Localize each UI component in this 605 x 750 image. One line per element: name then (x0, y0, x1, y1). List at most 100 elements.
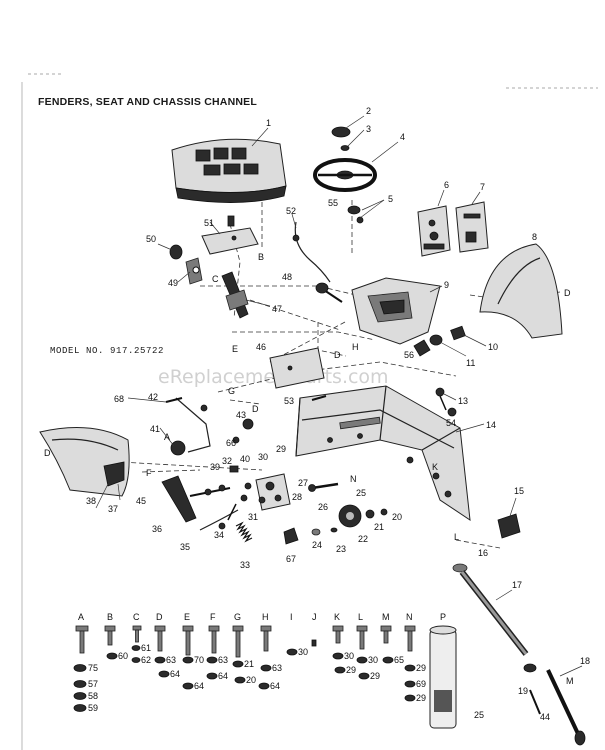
hardware-number: 57 (88, 679, 98, 689)
connector-letter: G (228, 386, 235, 396)
mounting-plate-part (269, 347, 325, 389)
seat-bracket-part (221, 271, 249, 319)
part-number: 45 (136, 496, 146, 506)
part-number: 22 (358, 534, 368, 544)
part-number: 27 (298, 478, 308, 488)
part-number: 10 (488, 342, 498, 352)
part-number: 14 (486, 420, 496, 430)
hardware-letter: G (234, 612, 241, 622)
part-number: 56 (404, 350, 414, 360)
hardware-letter: I (290, 612, 293, 622)
connector-letter: A (164, 432, 170, 442)
part-number: 50 (146, 234, 156, 244)
gear-part (338, 504, 388, 528)
part-number: 26 (318, 502, 328, 512)
part-number: 18 (580, 656, 590, 666)
hardware-letter: H (262, 612, 269, 622)
hardware-letter: D (156, 612, 163, 622)
collar-part (452, 563, 468, 573)
hardware-number: 30 (298, 647, 308, 657)
part-number: 29 (276, 444, 286, 454)
hardware-number: 21 (244, 659, 254, 669)
grease-tube-part (429, 625, 457, 729)
part-number: 51 (204, 218, 214, 228)
hardware-number: 20 (246, 675, 256, 685)
part-number: 46 (256, 342, 266, 352)
part-number: 21 (374, 522, 384, 532)
part-number: 11 (466, 358, 475, 368)
part-number: 9 (444, 280, 449, 290)
hardware-number: 29 (416, 693, 426, 703)
part-number: 3 (366, 124, 371, 134)
part-numbers: 1 2 3 4 5 6 7 8 9 10 11 13 14 15 16 17 1… (86, 106, 590, 722)
spring-part (235, 521, 253, 543)
hardware-bolts (75, 625, 416, 658)
hardware-number: 70 (194, 655, 204, 665)
lever-part (315, 282, 343, 303)
hardware-letter: C (133, 612, 140, 622)
connector-letter: E (232, 344, 238, 354)
cable-part (292, 221, 331, 283)
part-number: 66 (226, 438, 236, 448)
hardware-number: 63 (218, 655, 228, 665)
pedal-linkage-part (161, 475, 239, 531)
clevis-part (229, 465, 239, 473)
part-number: 48 (282, 272, 292, 282)
connector-letter: M (566, 676, 574, 686)
connector-letter: H (352, 342, 359, 352)
connector-letter: D (334, 350, 341, 360)
support-block-part (497, 513, 521, 539)
part-number: 15 (514, 486, 524, 496)
part-number: 53 (284, 396, 294, 406)
part-number: 28 (292, 492, 302, 502)
part-number: 36 (152, 524, 162, 534)
dash-panel-part (351, 277, 441, 345)
hardware-numbers: 75 57 58 59 60 61 62 63 64 70 64 63 64 2… (88, 643, 484, 720)
hardware-number: 25 (474, 710, 484, 720)
part-number: 24 (312, 540, 322, 550)
connector-letter: B (258, 252, 264, 262)
pivot-bracket-part (244, 473, 291, 511)
hardware-number: 60 (118, 651, 128, 661)
hardware-number: 29 (416, 663, 426, 673)
part-number: 23 (336, 544, 346, 554)
switch-part (429, 325, 466, 346)
part-number: 30 (258, 452, 268, 462)
hardware-letter: A (78, 612, 84, 622)
connector-letter: L (454, 532, 459, 542)
lower-shaft-part (523, 663, 586, 746)
hardware-number: 30 (344, 651, 354, 661)
part-number: 7 (480, 182, 485, 192)
part-number: 4 (400, 132, 405, 142)
steering-cap-part (331, 126, 351, 151)
chassis-channel-part (295, 385, 471, 522)
hardware-letter: B (107, 612, 113, 622)
connector-letter: F (146, 468, 152, 478)
part-number: 20 (392, 512, 402, 522)
hardware-number: 64 (170, 669, 180, 679)
hardware-letter: M (382, 612, 390, 622)
part-number: 31 (248, 512, 258, 522)
hardware-letters: A B C D E F G H I J K L M N P (78, 612, 446, 622)
connector-letter: D (44, 448, 51, 458)
connector-letter: D (564, 288, 571, 298)
part-number: 6 (444, 180, 449, 190)
hardware-number: 29 (346, 665, 356, 675)
right-fender-part (479, 243, 563, 339)
decal-plate-part (455, 201, 489, 253)
model-number: MODEL NO. 917.25722 (50, 346, 165, 356)
washer-part (311, 527, 338, 536)
part-number: 1 (266, 118, 271, 128)
part-number: 19 (518, 686, 528, 696)
connector-letter: D (252, 404, 259, 414)
part-number: 55 (328, 198, 338, 208)
part-number: 38 (86, 496, 96, 506)
hardware-number: 64 (194, 681, 204, 691)
diagram-title: FENDERS, SEAT AND CHASSIS CHANNEL (38, 96, 257, 108)
connector-letters: A B C D D D D E F G H K L M N (44, 252, 574, 686)
part-number: 37 (108, 504, 118, 514)
hardware-letter: E (184, 612, 190, 622)
bolt-part (435, 387, 447, 411)
hardware-number: 29 (370, 671, 380, 681)
hardware-letter: J (312, 612, 317, 622)
